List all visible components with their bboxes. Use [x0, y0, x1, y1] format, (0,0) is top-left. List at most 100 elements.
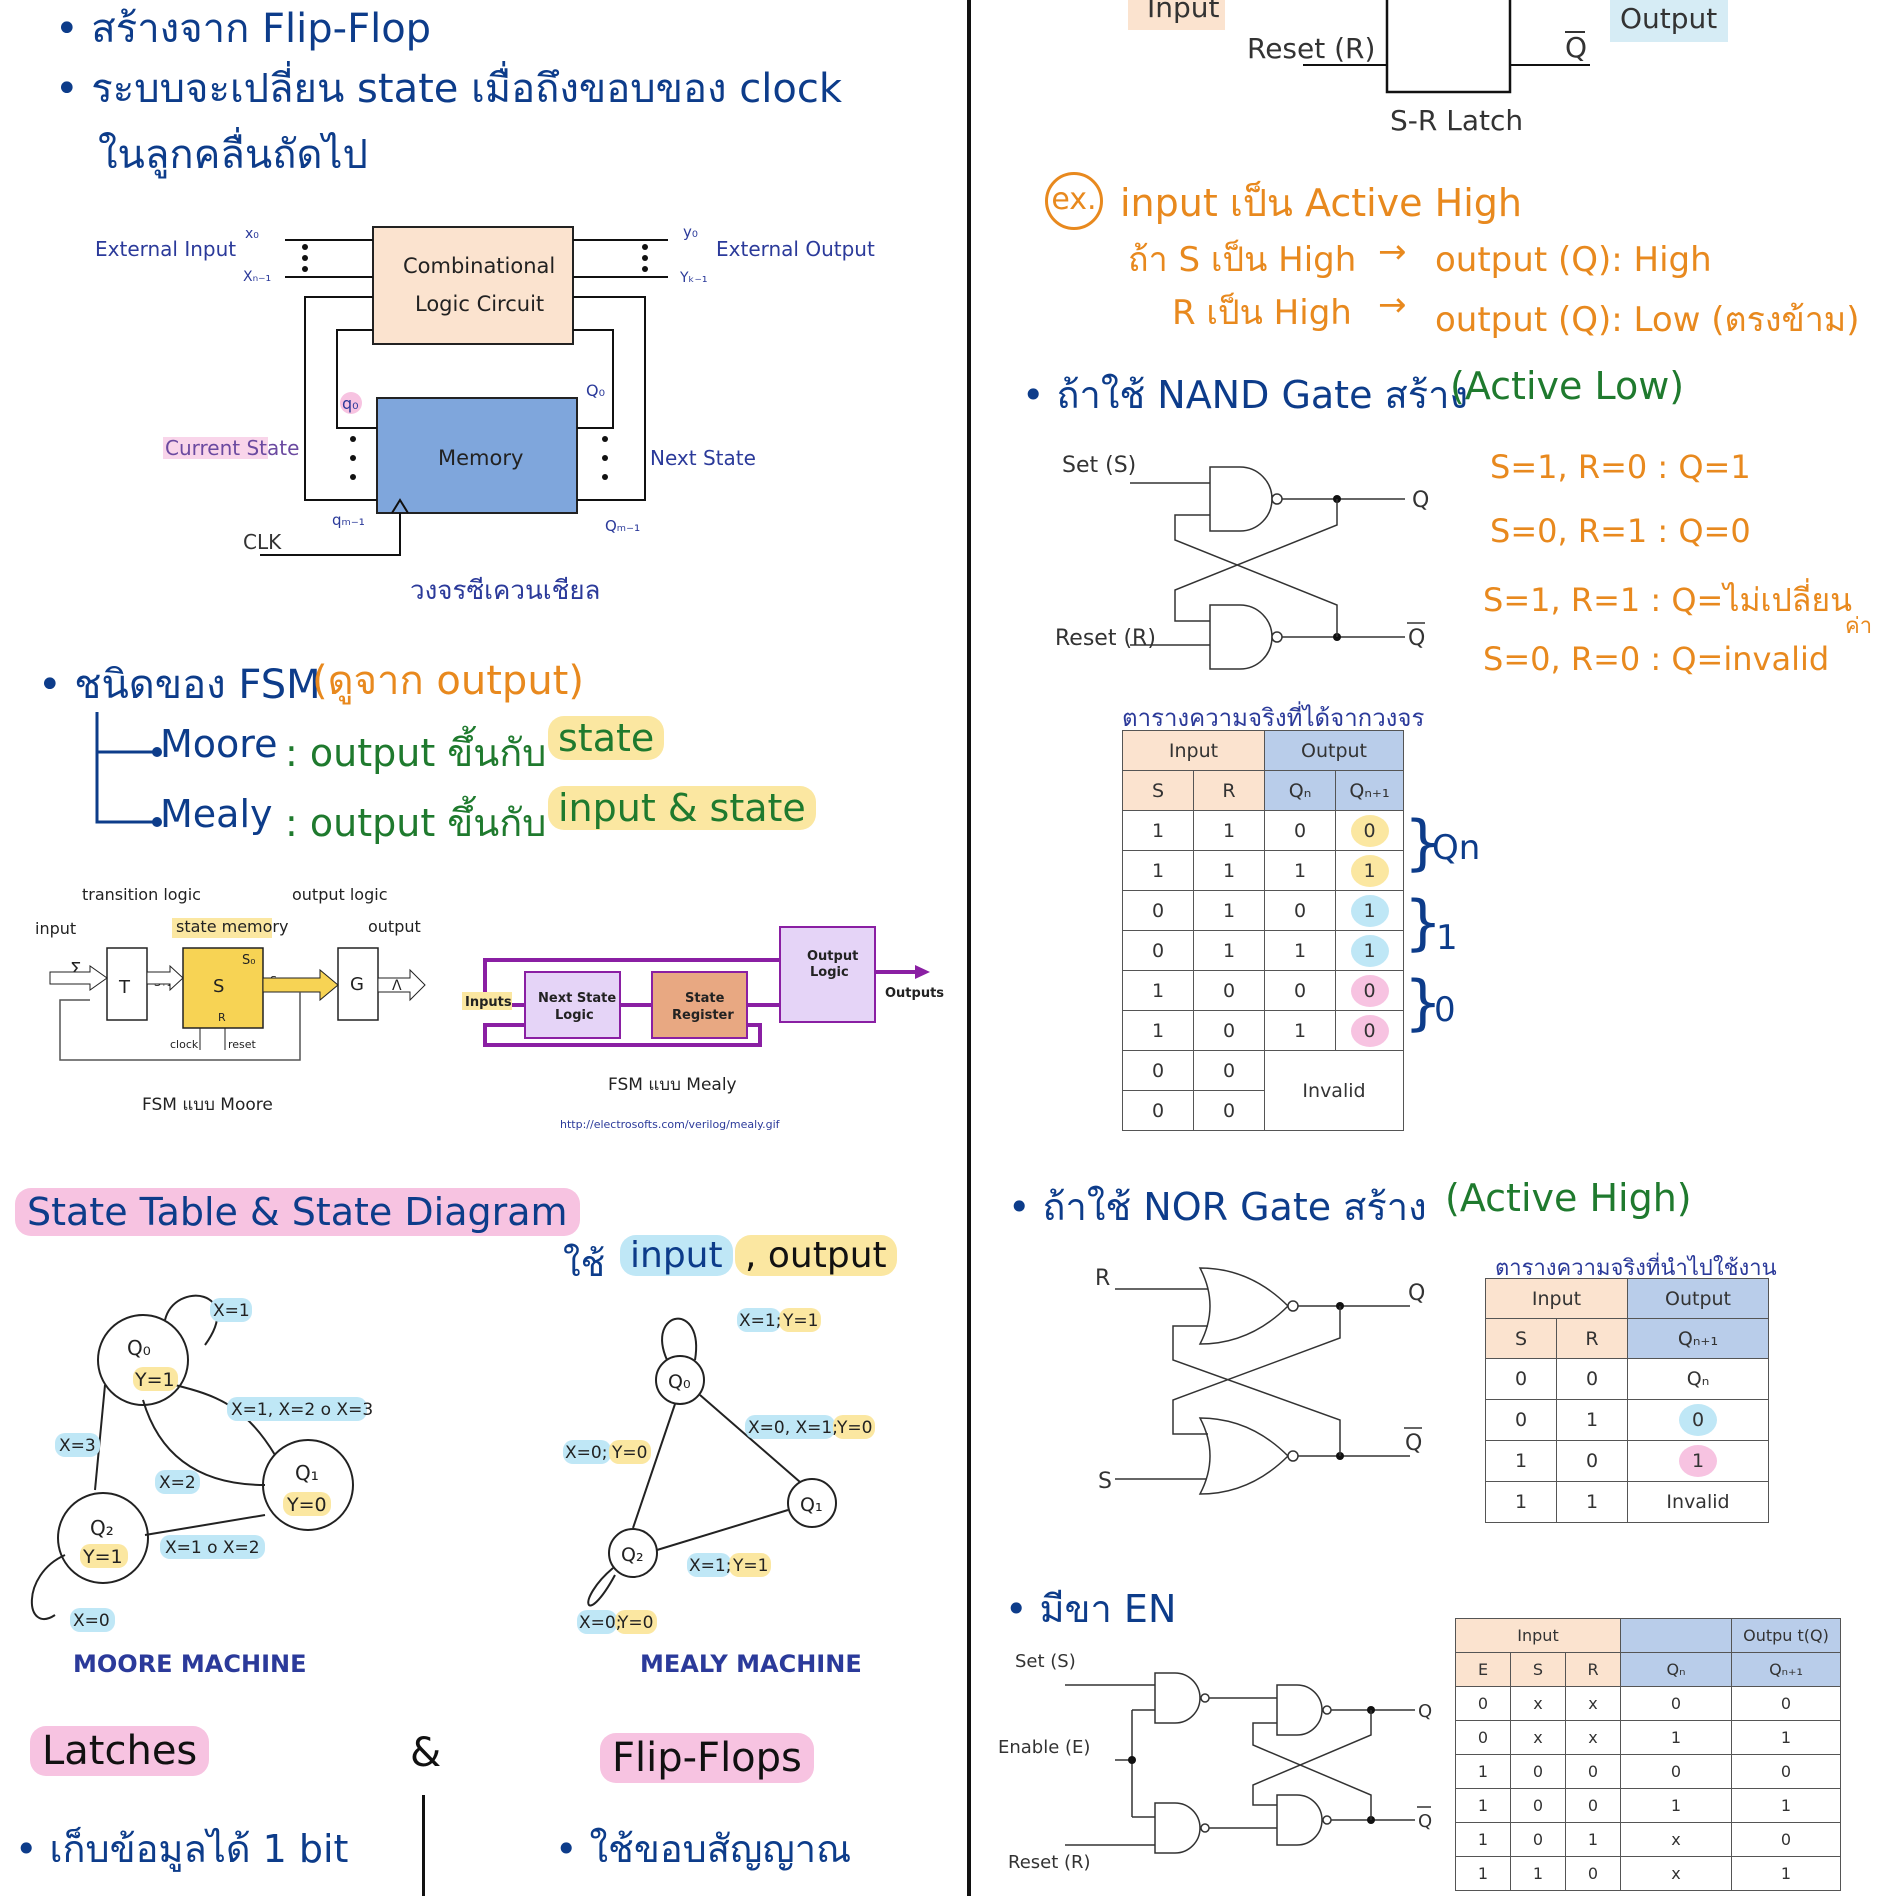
- svg-text:Q₁: Q₁: [800, 1494, 823, 1516]
- svg-text:x₀: x₀: [245, 226, 259, 242]
- io-prefix: ใช้: [563, 1244, 606, 1285]
- svg-text:Y=1: Y=1: [782, 1311, 818, 1331]
- next-state-label: Next State: [650, 446, 756, 470]
- svg-text:Reset (R): Reset (R): [1055, 626, 1156, 651]
- svg-text:Q₂: Q₂: [90, 1516, 114, 1540]
- svg-text:Set (S): Set (S): [1015, 1651, 1076, 1672]
- svg-text:Output: Output: [1620, 2, 1717, 35]
- nand-rule-4: S=0, R=0 : Q=invalid: [1483, 640, 1830, 678]
- mealy-desc: : output ขึ้นกับ: [285, 801, 547, 845]
- svg-text:S: S: [1098, 1469, 1112, 1494]
- svg-text:Q₀: Q₀: [668, 1371, 691, 1393]
- nand-rule-3-extra: ค่า: [1845, 614, 1873, 639]
- svg-text:X=0;: X=0;: [565, 1443, 607, 1463]
- external-input-label: External Input: [95, 237, 236, 261]
- mealy-fsm-figure: Next State Logic State Register Output L…: [462, 926, 944, 1131]
- svg-text:Λ: Λ: [392, 978, 402, 994]
- svg-text:Q₁: Q₁: [295, 1461, 319, 1485]
- svg-text:Y=0: Y=0: [286, 1494, 327, 1516]
- svg-text:Q: Q: [1408, 626, 1425, 651]
- bullet-next-wave: ในลูกคลื่นถัดไป: [98, 132, 368, 178]
- example-line3b: output (Q): Low (ตรงข้าม): [1435, 300, 1860, 340]
- moore-machine-diagram: Q₀ Y=1 Q₁ Y=0 Q₂ Y=1 X=1 X=1, X=2 o X=3 …: [30, 1294, 373, 1678]
- brace-1-label: Qn: [1432, 828, 1481, 868]
- svg-text:X=0;: X=0;: [579, 1613, 621, 1633]
- svg-text:S₀: S₀: [242, 953, 255, 968]
- svg-text:state memory: state memory: [176, 917, 288, 936]
- example-arrow1: →: [1378, 232, 1407, 272]
- svg-text:Q₀: Q₀: [586, 381, 605, 400]
- svg-text:q₀: q₀: [342, 394, 359, 413]
- mealy-machine-caption: MEALY MACHINE: [640, 1650, 862, 1678]
- svg-text:transition logic: transition logic: [82, 885, 201, 904]
- memory-label: Memory: [438, 446, 523, 470]
- svg-text:Qₘ₋₁: Qₘ₋₁: [605, 517, 640, 535]
- svg-text:X=2: X=2: [159, 1473, 196, 1493]
- svg-text:X=3: X=3: [59, 1436, 96, 1456]
- svg-text:Q₂: Q₂: [621, 1544, 644, 1566]
- svg-text:X=1;: X=1;: [739, 1311, 781, 1331]
- nand-note: (Active Low): [1450, 364, 1685, 408]
- svg-text:Q: Q: [1405, 1431, 1422, 1456]
- mealy-label: Mealy: [160, 792, 273, 836]
- svg-text:Set (S): Set (S): [1062, 453, 1136, 478]
- svg-text:y₀: y₀: [683, 223, 698, 241]
- svg-text:Y=0: Y=0: [617, 1613, 653, 1633]
- ampersand: &: [410, 1730, 442, 1776]
- svg-text:Reset (R): Reset (R): [1008, 1852, 1091, 1873]
- svg-text:T: T: [118, 977, 131, 998]
- svg-text:Inputs: Inputs: [465, 995, 512, 1010]
- svg-text:Q: Q: [1418, 1811, 1432, 1832]
- moore-label: Moore: [160, 722, 278, 766]
- svg-text:Y=1: Y=1: [134, 1369, 175, 1391]
- mealy-fsm-caption: FSM แบบ Mealy: [608, 1075, 737, 1095]
- sr-latch-caption: S-R Latch: [1390, 104, 1523, 137]
- svg-text:Q: Q: [1408, 1281, 1425, 1306]
- svg-text:Next State: Next State: [538, 991, 616, 1006]
- bullet-state-change: • ระบบจะเปลี่ยน state เมื่อถึงขอบของ clo…: [55, 66, 843, 112]
- svg-text:Logic Circuit: Logic Circuit: [415, 292, 544, 316]
- en-title: • มีขา EN: [1005, 1587, 1177, 1631]
- mealy-machine-diagram: Q₀ Q₁ Q₂ X=1; Y=1 X=0, X=1; Y=0 X=0; Y=0…: [563, 1308, 875, 1678]
- svg-text:S: S: [213, 976, 224, 997]
- flipflop-note: • ใช้ขอบสัญญาณ: [555, 1827, 852, 1871]
- nand-table-caption: ตารางความจริงที่ได้จากวงจร: [1122, 704, 1425, 732]
- svg-text:Outputs: Outputs: [885, 986, 944, 1001]
- svg-text:Q₀: Q₀: [127, 1336, 151, 1360]
- sr-latch-diagram: Input Reset (R) Q Output S-R Latch: [1128, 0, 1728, 137]
- state-table-title: State Table & State Diagram: [15, 1188, 580, 1236]
- svg-text:X=0: X=0: [73, 1611, 110, 1631]
- example-line2b: output (Q): High: [1435, 240, 1712, 280]
- moore-fsm-figure: transition logic output logic input stat…: [35, 885, 426, 1115]
- example-line1: input เป็น Active High: [1120, 181, 1522, 225]
- brace-1: }: [1404, 808, 1443, 878]
- moore-machine-caption: MOORE MACHINE: [73, 1650, 306, 1678]
- svg-text:Enable (E): Enable (E): [998, 1737, 1090, 1758]
- svg-text:X=1, X=2 o X=3: X=1, X=2 o X=3: [231, 1400, 373, 1420]
- svg-text:Y=0: Y=0: [836, 1418, 872, 1438]
- flipflops-title: Flip-Flops: [600, 1733, 814, 1783]
- svg-text:Logic: Logic: [555, 1008, 594, 1023]
- svg-text:output: output: [368, 917, 421, 936]
- io-input: input: [620, 1235, 733, 1276]
- svg-text:X=0, X=1;: X=0, X=1;: [748, 1418, 838, 1438]
- svg-text:qₘ₋₁: qₘ₋₁: [332, 511, 365, 529]
- svg-text:Combinational: Combinational: [403, 254, 555, 278]
- latches-title: Latches: [30, 1726, 210, 1776]
- memory-block: [376, 397, 578, 514]
- brace-3: }: [1404, 968, 1443, 1038]
- svg-text:input: input: [35, 919, 76, 938]
- svg-text:Q: Q: [1418, 1701, 1432, 1722]
